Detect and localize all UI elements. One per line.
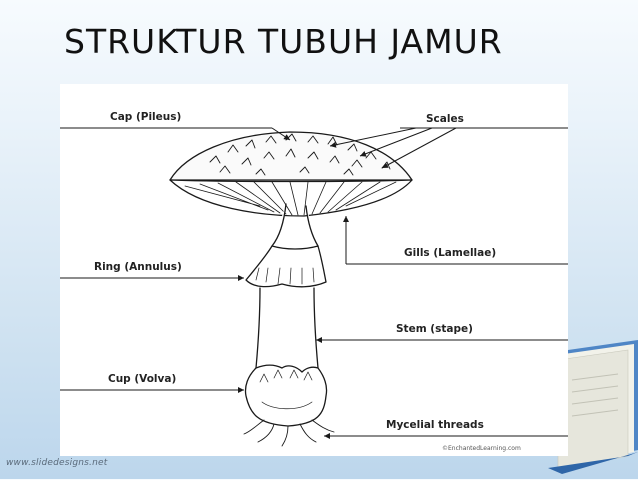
credit-text: ©EnchantedLearning.com — [442, 445, 521, 452]
mushroom-illustration: Cap (Pileus) Scales Gills (Lamellae) Rin… — [60, 111, 568, 452]
label-mycelial: Mycelial threads — [386, 419, 484, 431]
stem-upper — [271, 203, 319, 247]
mushroom-diagram: Cap (Pileus) Scales Gills (Lamellae) Rin… — [60, 84, 568, 456]
gills-shape — [169, 179, 413, 217]
footer-url: www.slidedesigns.net — [6, 458, 108, 468]
ring-shape — [245, 245, 327, 288]
label-ring: Ring (Annulus) — [94, 261, 182, 273]
book-decoration — [548, 340, 638, 474]
cap-shape — [169, 131, 413, 181]
stem-shape — [255, 287, 319, 369]
label-cup: Cup (Volva) — [108, 373, 176, 385]
label-stem: Stem (stape) — [396, 323, 473, 335]
slide-title: STRUKTUR TUBUH JAMUR — [64, 22, 503, 61]
label-cap: Cap (Pileus) — [110, 111, 181, 123]
label-scales: Scales — [426, 113, 464, 125]
label-gills: Gills (Lamellae) — [404, 247, 496, 259]
volva-shape — [244, 364, 328, 427]
